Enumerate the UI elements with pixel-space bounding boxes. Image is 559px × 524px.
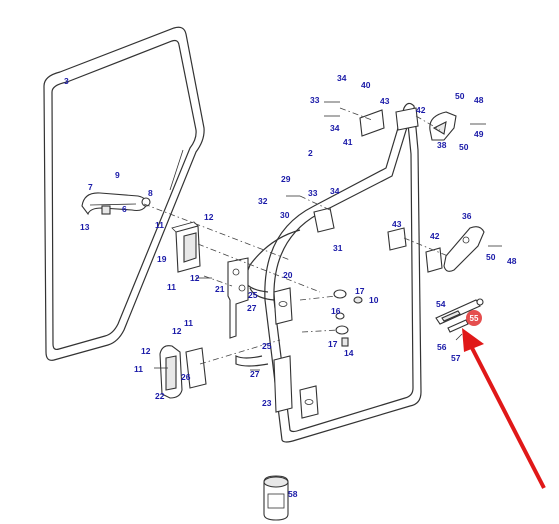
callout-9: 9 (115, 170, 120, 180)
callout-34b: 34 (337, 73, 347, 83)
callout-11c: 11 (184, 318, 193, 328)
callout-12d: 12 (141, 346, 151, 356)
callout-10: 10 (369, 295, 379, 305)
callout-57: 57 (451, 353, 461, 363)
highlight-marker-55 (466, 310, 482, 326)
callout-32: 32 (258, 196, 268, 206)
callout-31: 31 (333, 243, 343, 253)
callout-29: 29 (281, 174, 291, 184)
callout-2: 2 (308, 148, 313, 158)
lower-hinge-part (443, 226, 485, 272)
callout-12a: 12 (204, 212, 214, 222)
callout-20: 20 (283, 270, 293, 280)
plate-20-part (273, 287, 293, 325)
callout-27b: 27 (250, 369, 260, 379)
callout-22: 22 (155, 391, 165, 401)
callout-42b: 42 (430, 231, 440, 241)
pointer-arrow (462, 328, 546, 489)
callout-12c: 12 (172, 326, 182, 336)
callout-6: 6 (122, 204, 127, 214)
inner-latch-part (227, 257, 249, 339)
callout-58: 58 (288, 489, 298, 499)
callout-19: 19 (157, 254, 167, 264)
callout-23: 23 (262, 398, 272, 408)
callout-41: 41 (343, 137, 353, 147)
callout-7: 7 (88, 182, 93, 192)
callout-36: 36 (462, 211, 472, 221)
hinge-bracket-41-part (359, 107, 443, 273)
window-seal-part (43, 26, 205, 361)
callout-17a: 17 (355, 286, 365, 296)
callout-54: 54 (436, 299, 446, 309)
callout-8: 8 (148, 188, 153, 198)
callout-3: 3 (64, 76, 69, 86)
callout-34a: 34 (330, 186, 340, 196)
lock-bracket-part (171, 221, 201, 273)
callout-25a: 25 (248, 290, 258, 300)
callout-25b: 25 (262, 341, 272, 351)
callout-50b: 50 (459, 142, 469, 152)
assembly-lines (143, 107, 449, 365)
outer-handle-part (81, 192, 151, 216)
callout-48b: 48 (507, 256, 517, 266)
callout-33b: 33 (310, 95, 320, 105)
callout-49: 49 (474, 129, 484, 139)
callout-26: 26 (181, 372, 191, 382)
callout-16: 16 (331, 306, 341, 316)
fastener-bolts (154, 101, 502, 371)
callout-40: 40 (361, 80, 371, 90)
callout-30: 30 (280, 210, 290, 220)
bracket-31-part (313, 207, 335, 233)
grease-cartridge-part (263, 475, 289, 521)
callout-12b: 12 (190, 273, 200, 283)
door-frame-part (235, 102, 422, 443)
callout-43b: 43 (392, 219, 402, 229)
callout-11b: 11 (167, 282, 176, 292)
callout-11a: 11 (155, 220, 164, 230)
gas-strut-part (435, 298, 484, 333)
upper-hinge-part (429, 111, 457, 141)
callout-14: 14 (344, 348, 354, 358)
callout-48a: 48 (474, 95, 484, 105)
callout-21: 21 (215, 284, 225, 294)
callout-38: 38 (437, 140, 447, 150)
callout-56: 56 (437, 342, 447, 352)
callout-34c: 34 (330, 123, 340, 133)
callout-labels: 3 2 9 7 8 6 13 11 12 19 12 11 29 32 30 3… (64, 73, 517, 499)
washers-part (333, 289, 363, 347)
callout-55: 55 (470, 314, 479, 323)
callout-33a: 33 (308, 188, 318, 198)
callout-17b: 17 (328, 339, 338, 349)
plate-23-part (273, 355, 319, 419)
callout-43a: 43 (380, 96, 390, 106)
callout-11d: 11 (134, 364, 143, 374)
callout-50a: 50 (455, 91, 465, 101)
callout-13: 13 (80, 222, 90, 232)
inner-handle-part (159, 345, 207, 399)
callout-42a: 42 (416, 105, 426, 115)
callout-27a: 27 (247, 303, 257, 313)
callout-50c: 50 (486, 252, 496, 262)
